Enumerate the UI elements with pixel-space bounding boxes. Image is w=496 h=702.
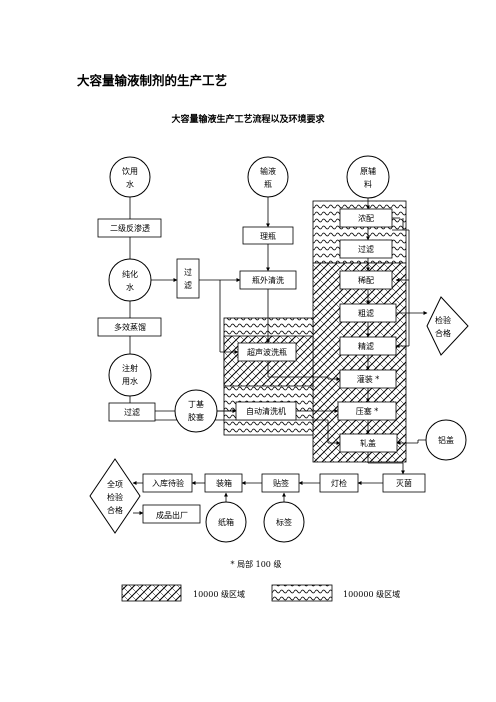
bottle-outer-wash-box <box>239 270 297 290</box>
storage-pending-box <box>142 473 193 493</box>
filter-box-label-2: 滤 <box>184 280 192 290</box>
aluminum-cap-label: 铝盖 <box>438 435 454 445</box>
legend-100000-label: 100000 级区域 <box>343 589 400 599</box>
inspection-pass-diamond <box>426 296 469 356</box>
document-title: 大容量输液制剂的生产工艺 <box>77 73 228 88</box>
carton-node <box>205 501 247 543</box>
filter-left-label: 过滤 <box>124 407 140 417</box>
coarse-filter-box <box>339 303 397 323</box>
product-release-label: 成品出厂 <box>156 510 188 520</box>
multi-effect-distill-box <box>97 317 162 337</box>
legend-10000-swatch <box>121 584 182 602</box>
auto-washer-box <box>235 401 297 421</box>
concentrated-prep-label: 浓配 <box>358 214 374 223</box>
full-inspection-label-1: 全项 <box>107 479 123 489</box>
filter-right-label: 过滤 <box>358 244 374 254</box>
injection-water-label-1: 注射 <box>122 363 138 373</box>
filter-left-box <box>108 402 156 422</box>
storage-pending-label: 入库待验 <box>152 478 184 488</box>
raw-material-label-2: 料 <box>364 179 372 189</box>
label-node <box>263 501 305 543</box>
label-node-label: 标签 <box>276 517 292 527</box>
infusion-bottle-node <box>247 156 289 198</box>
light-inspection-box <box>319 473 359 493</box>
multi-effect-distill-label: 多效蒸馏 <box>114 322 146 332</box>
filling-box <box>339 369 397 389</box>
inspection-pass-label-2: 合格 <box>435 328 451 338</box>
coarse-filter-label: 粗滤 <box>358 308 374 318</box>
ultrasonic-wash-label: 超声波洗瓶 <box>247 347 287 357</box>
full-inspection-label-2: 检验 <box>107 492 123 502</box>
dilute-prep-label: 稀配 <box>358 275 374 285</box>
legend-10000-label: 10000 级区域 <box>193 589 245 599</box>
boxing-label: 装箱 <box>216 478 232 488</box>
light-inspection-label: 灯检 <box>331 478 347 488</box>
butyl-stopper-node <box>174 389 218 433</box>
labeling-box <box>261 473 300 493</box>
aluminum-cap-node <box>425 419 467 461</box>
butyl-stopper-label-1: 丁基 <box>188 399 204 409</box>
inspection-pass-label-1: 检验 <box>435 315 451 325</box>
raw-material-label-1: 原辅 <box>360 166 376 176</box>
diagram-subtitle: 大容量输液生产工艺流程以及环境要求 <box>171 115 325 125</box>
filling-label: 灌装 * <box>357 374 380 384</box>
stoppering-label: 压塞 * <box>356 406 379 416</box>
pure-water-label-2: 水 <box>126 282 134 292</box>
product-release-box <box>142 504 201 524</box>
infusion-bottle-label-2: 瓶 <box>264 179 272 189</box>
butyl-stopper-label-2: 胶塞 <box>188 412 204 422</box>
auto-washer-label: 自动清洗机 <box>246 406 286 416</box>
filter-box <box>176 258 200 299</box>
labeling-label: 贴签 <box>273 478 289 488</box>
legend-local-grade: * 局部 100 级 <box>231 559 282 569</box>
filter-right-box <box>339 239 393 259</box>
two-stage-ro-label: 二级反渗透 <box>110 223 150 233</box>
stoppering-box <box>337 401 397 421</box>
pure-water-label-1: 纯化 <box>122 269 138 279</box>
raw-material-node <box>346 155 390 199</box>
zone-10000-right <box>312 262 407 463</box>
capping-label: 轧盖 <box>360 438 376 448</box>
injection-water-node <box>108 353 152 397</box>
injection-water-label-2: 用水 <box>122 376 138 386</box>
capping-box <box>339 433 398 453</box>
full-inspection-diamond <box>89 458 141 534</box>
infusion-bottle-label-1: 输液 <box>260 166 276 176</box>
filter-box-label-1: 过 <box>184 267 192 277</box>
dilute-prep-box <box>339 270 393 290</box>
fine-filter-label: 精滤 <box>358 341 374 351</box>
ultrasonic-wash-box <box>237 342 297 362</box>
sterilization-label: 灭菌 <box>396 478 412 488</box>
drinking-water-label-2: 水 <box>126 179 134 189</box>
boxing-box <box>204 473 243 493</box>
two-stage-ro-box <box>97 218 162 238</box>
bottle-outer-wash-label: 瓶外清洗 <box>252 275 284 285</box>
concentrated-prep-box <box>339 208 393 228</box>
bottle-sorting-box <box>242 226 294 245</box>
drinking-water-node <box>109 156 151 198</box>
legend-100000-swatch <box>271 584 333 602</box>
full-inspection-label-3: 合格 <box>107 505 123 515</box>
carton-label: 纸箱 <box>218 517 234 527</box>
bottle-sorting-label: 理瓶 <box>260 231 276 241</box>
fine-filter-box <box>339 336 397 356</box>
drinking-water-label-1: 饮用 <box>122 166 138 176</box>
sterilization-box <box>382 473 426 493</box>
pure-water-node <box>108 258 152 302</box>
